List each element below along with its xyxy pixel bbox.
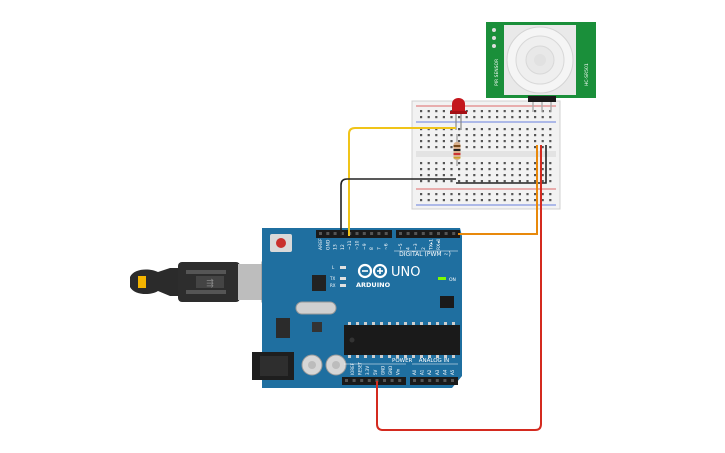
pin-label: 8 bbox=[369, 247, 375, 250]
logo-text: ARDUINO bbox=[356, 281, 391, 289]
analog-pin-label: A1 bbox=[420, 369, 425, 375]
resistor[interactable] bbox=[453, 134, 461, 166]
power-pin-label: IOREF bbox=[350, 362, 355, 375]
model-label: UNO bbox=[391, 265, 420, 280]
pir-sensor[interactable]: PIR SENSOR HC-SR501 bbox=[486, 22, 596, 112]
usb-icon: ⇶ bbox=[206, 278, 214, 289]
analog-pin-label: A3 bbox=[435, 369, 440, 375]
power-label: POWER bbox=[392, 358, 413, 364]
analog-pin-label: A4 bbox=[442, 369, 447, 375]
pin-label: RX◂0 bbox=[436, 239, 442, 250]
tx-label: TX bbox=[329, 276, 335, 281]
analog-header bbox=[410, 377, 458, 385]
wire-black[interactable] bbox=[340, 145, 547, 236]
header-right bbox=[396, 230, 460, 238]
analog-pin-label: A5 bbox=[450, 369, 455, 375]
power-header bbox=[342, 377, 406, 385]
pin-label: 7 bbox=[376, 247, 382, 250]
power-pin-label: GND bbox=[380, 366, 385, 375]
digital-label: DIGITAL (PWM ~) bbox=[399, 251, 451, 258]
power-pin-label: RESET bbox=[358, 362, 363, 375]
pin-label: AREF bbox=[318, 238, 324, 250]
power-pin-label: Vin bbox=[396, 368, 401, 375]
pin-label: ~3 bbox=[413, 243, 419, 250]
header-left bbox=[316, 230, 392, 238]
pin-label: ~9 bbox=[362, 243, 368, 250]
pin-label: 4 bbox=[406, 247, 412, 250]
analog-pin-label: A2 bbox=[427, 369, 432, 375]
pin-label: ~11 bbox=[347, 240, 353, 250]
pin-label: GND bbox=[325, 239, 331, 250]
analog-pin-label: A0 bbox=[412, 369, 417, 375]
pin-label: 2 bbox=[421, 247, 427, 250]
fresnel-lens-icon bbox=[506, 26, 574, 94]
pin-label: 13 bbox=[333, 244, 339, 250]
sensor-left-label: PIR SENSOR bbox=[494, 59, 500, 86]
pin-label: ~5 bbox=[398, 243, 404, 250]
wire-yellow[interactable] bbox=[348, 127, 456, 236]
breadboard[interactable] bbox=[411, 100, 561, 210]
power-led bbox=[438, 277, 446, 280]
crystal bbox=[295, 301, 337, 315]
pin-label: TX▸1 bbox=[428, 239, 434, 251]
pin-label: ~10 bbox=[355, 240, 361, 250]
power-pin-label: 5V bbox=[373, 369, 378, 375]
analog-label: ANALOG IN bbox=[419, 358, 450, 364]
on-label: ON bbox=[449, 277, 456, 283]
power-pin-label: 3.3V bbox=[365, 366, 370, 375]
sensor-side-label: HC-SR501 bbox=[584, 63, 590, 86]
rx-label: RX bbox=[330, 283, 336, 288]
pin-label: 12 bbox=[340, 244, 346, 250]
l-label: L bbox=[332, 265, 335, 270]
power-pin-label: GND bbox=[388, 366, 393, 375]
wire-orange[interactable] bbox=[458, 145, 538, 235]
wire-red[interactable] bbox=[376, 145, 542, 431]
arduino-logo-icon bbox=[357, 263, 388, 279]
atmega-chip bbox=[344, 325, 460, 355]
red-led[interactable] bbox=[450, 98, 467, 130]
pin-label: ~6 bbox=[384, 243, 390, 250]
